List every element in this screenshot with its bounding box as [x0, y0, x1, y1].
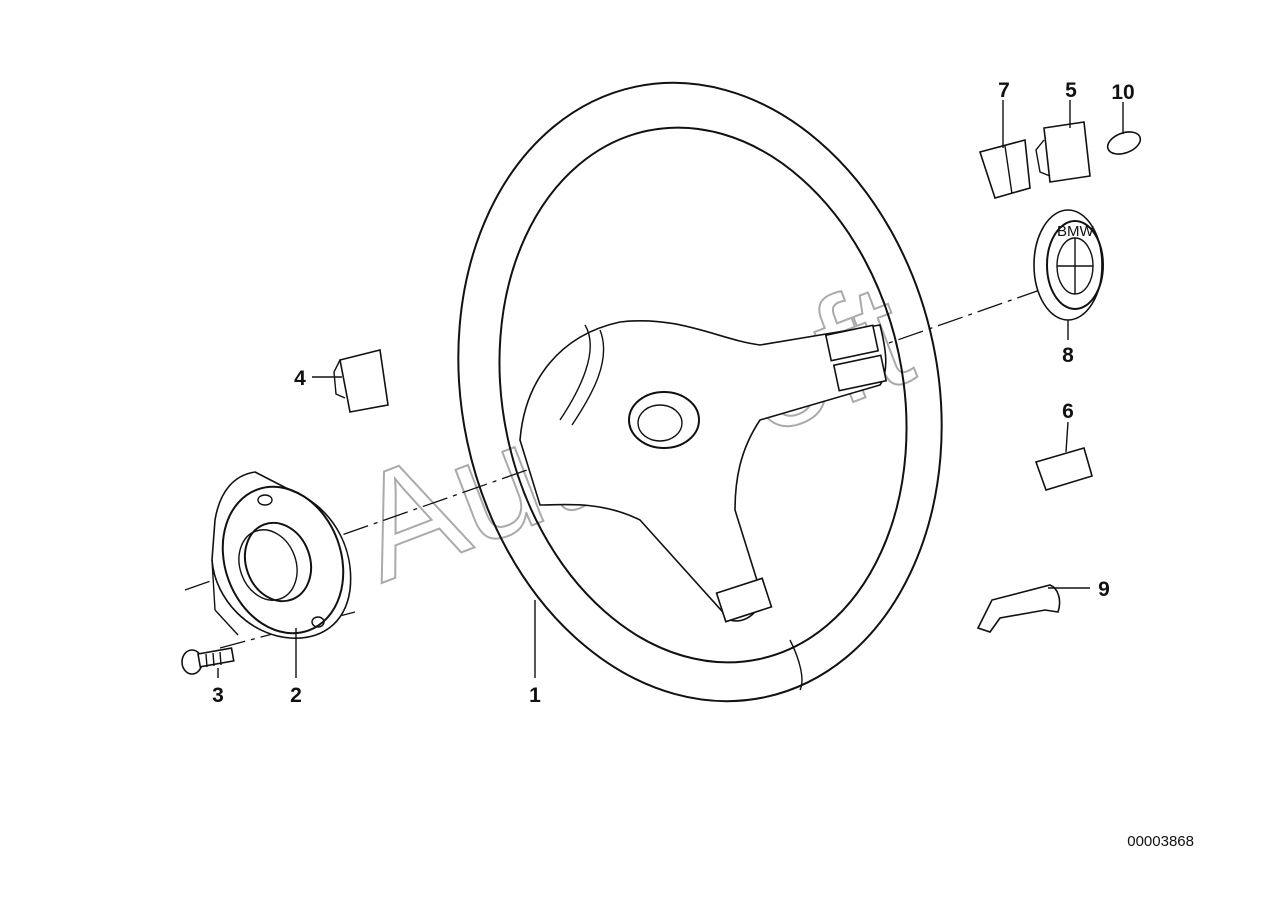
callout-2: 2: [290, 684, 302, 707]
clip[interactable]: [978, 138, 1031, 199]
callout-8: 8: [1062, 344, 1074, 367]
callout-6: 6: [1062, 400, 1074, 423]
callout-5: 5: [1065, 79, 1077, 102]
trim-cover-4[interactable]: [333, 349, 389, 413]
callout-4: 4: [294, 367, 306, 390]
callout-3: 3: [212, 684, 224, 707]
bmw-emblem[interactable]: BMW: [1033, 209, 1104, 321]
bolt[interactable]: [181, 647, 235, 675]
trim-strip[interactable]: [976, 584, 1061, 633]
trim-cover-5[interactable]: [1035, 121, 1091, 183]
callout-9: 9: [1098, 578, 1110, 601]
callout-7: 7: [998, 79, 1010, 102]
emblem-lettering: BMW: [1057, 223, 1095, 240]
leader-lines: [217, 100, 1124, 678]
callout-10: 10: [1111, 81, 1134, 104]
steering-wheel[interactable]: [402, 37, 997, 746]
hub-adapter[interactable]: [203, 470, 363, 651]
callout-1: 1: [529, 684, 541, 707]
trim-cover-6[interactable]: [1034, 447, 1093, 491]
small-emblem[interactable]: [1105, 128, 1144, 158]
document-number: 00003868: [1127, 833, 1194, 850]
